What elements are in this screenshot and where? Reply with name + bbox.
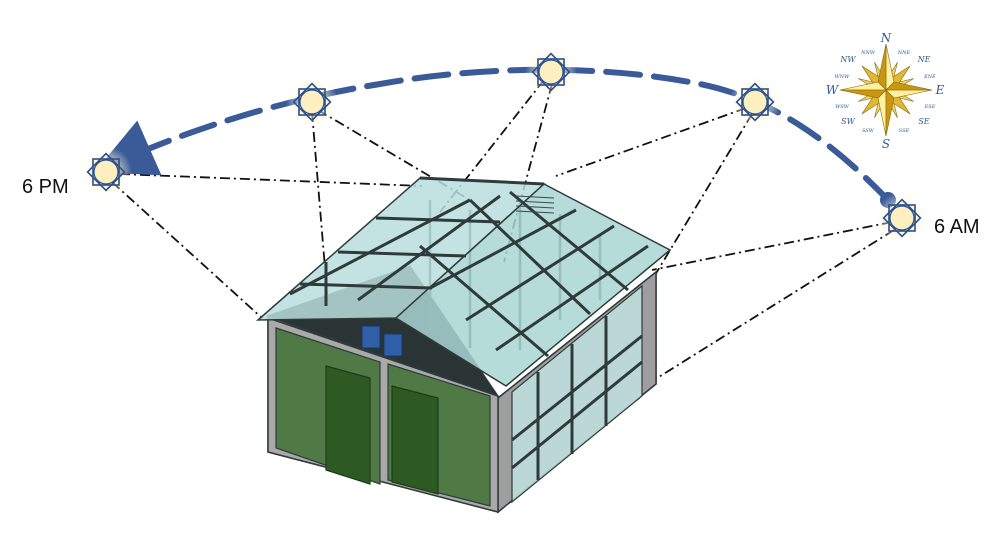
compass-ssw: SSW <box>862 128 875 134</box>
sun-6am <box>876 192 928 244</box>
compass-ne: NE <box>917 55 931 64</box>
left-door <box>325 365 371 485</box>
compass-star <box>839 43 933 137</box>
compass-se: SE <box>918 117 929 126</box>
morning-time-label: 6 AM <box>934 216 980 238</box>
ray <box>555 107 747 177</box>
compass-wnw: WNW <box>835 74 851 80</box>
vent-left <box>361 325 381 349</box>
sun-noon <box>525 46 577 98</box>
compass-e: E <box>935 83 945 97</box>
compass-nw: NW <box>839 55 856 64</box>
compass-sse: SSE <box>899 128 910 134</box>
compass-ene: ENE <box>923 74 936 80</box>
compass-rose-icon: N S E W NE SE SW NW NNE ENE ESE SSE SSW … <box>826 31 945 151</box>
ray <box>639 113 753 301</box>
ray <box>119 173 423 187</box>
compass-ese: ESE <box>924 104 936 110</box>
right-glass-wall <box>511 284 643 504</box>
compass-nnw: NNW <box>860 50 876 56</box>
ridge-vent <box>515 195 555 214</box>
ray <box>651 221 893 271</box>
greenhouse <box>255 176 672 514</box>
compass-nne: NNE <box>897 50 911 56</box>
compass-w: W <box>826 83 840 97</box>
roof-frame <box>289 176 649 358</box>
sun-morning <box>729 76 781 128</box>
ray <box>111 181 263 319</box>
right-door <box>391 385 439 495</box>
compass-wsw: WSW <box>835 104 850 110</box>
vent-right <box>383 333 403 357</box>
sun-6pm <box>80 146 132 198</box>
right-wall-frame <box>511 316 643 480</box>
ray <box>653 229 895 381</box>
evening-time-label: 6 PM <box>22 176 69 198</box>
compass-s: S <box>882 137 890 151</box>
compass-sw: SW <box>841 117 855 126</box>
compass-n: N <box>880 31 892 45</box>
sun-early-evening <box>286 76 338 128</box>
